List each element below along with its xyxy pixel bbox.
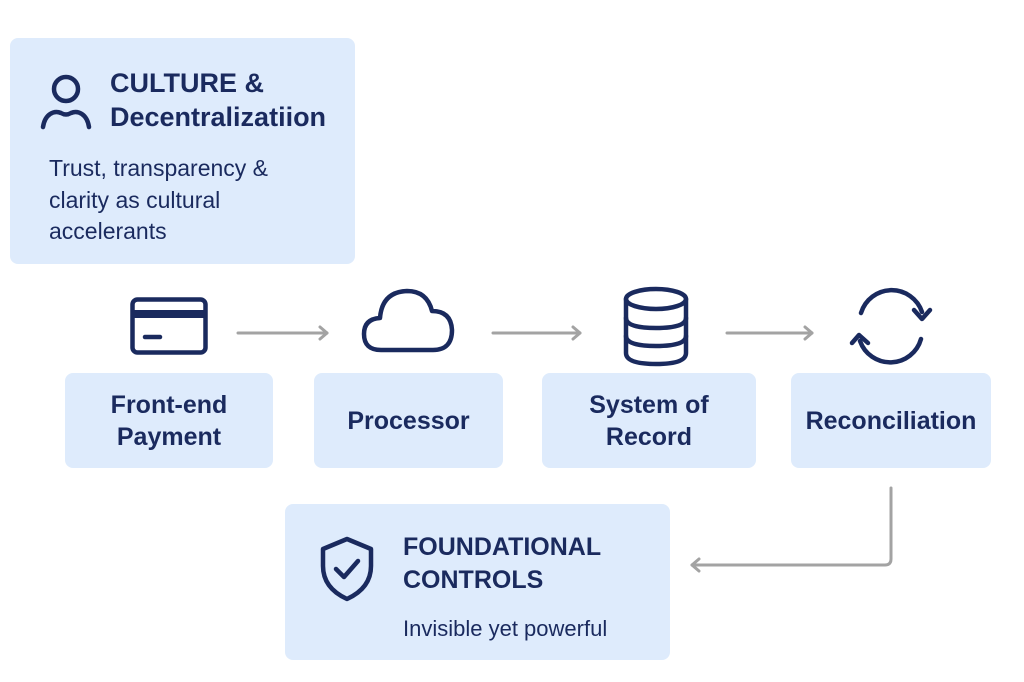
stage-processor: Processor bbox=[314, 373, 503, 468]
credit-card-icon bbox=[130, 297, 208, 355]
user-icon bbox=[40, 74, 92, 130]
arrow-payment-to-processor bbox=[236, 325, 329, 341]
stage-front-end-payment: Front-end Payment bbox=[65, 373, 273, 468]
foundational-controls-title: FOUNDATIONAL CONTROLS bbox=[403, 533, 602, 594]
arrow-reconciliation-to-controls bbox=[690, 486, 893, 573]
culture-description: Trust, transparency & clarity as cultura… bbox=[49, 155, 269, 244]
culture-title: CULTURE & Decentralizatiion bbox=[110, 68, 327, 132]
foundational-controls-card bbox=[285, 504, 670, 660]
refresh-cycle-icon bbox=[849, 287, 933, 365]
database-icon bbox=[623, 286, 689, 367]
foundational-controls-description: Invisible yet powerful bbox=[403, 616, 608, 641]
cloud-icon bbox=[361, 288, 455, 353]
arrow-record-to-reconciliation bbox=[725, 325, 814, 341]
arrow-processor-to-record bbox=[491, 325, 582, 341]
shield-check-icon bbox=[320, 536, 374, 602]
stage-system-of-record: System of Record bbox=[542, 373, 756, 468]
stage-reconciliation: Reconciliation bbox=[791, 373, 991, 468]
